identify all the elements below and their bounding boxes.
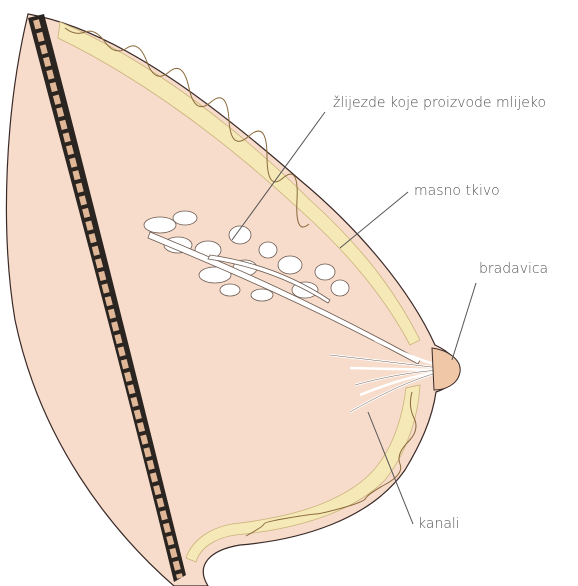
label-fat-tissue: masno tkivo xyxy=(414,184,500,198)
label-ducts: kanali xyxy=(418,517,460,531)
nipple xyxy=(432,348,460,390)
label-milk-glands: žlijezde koje proizvode mlijeko xyxy=(333,96,546,110)
leader-line-nipple xyxy=(452,283,476,360)
label-nipple: bradavica xyxy=(479,262,548,276)
leader-line-fat xyxy=(340,192,408,248)
